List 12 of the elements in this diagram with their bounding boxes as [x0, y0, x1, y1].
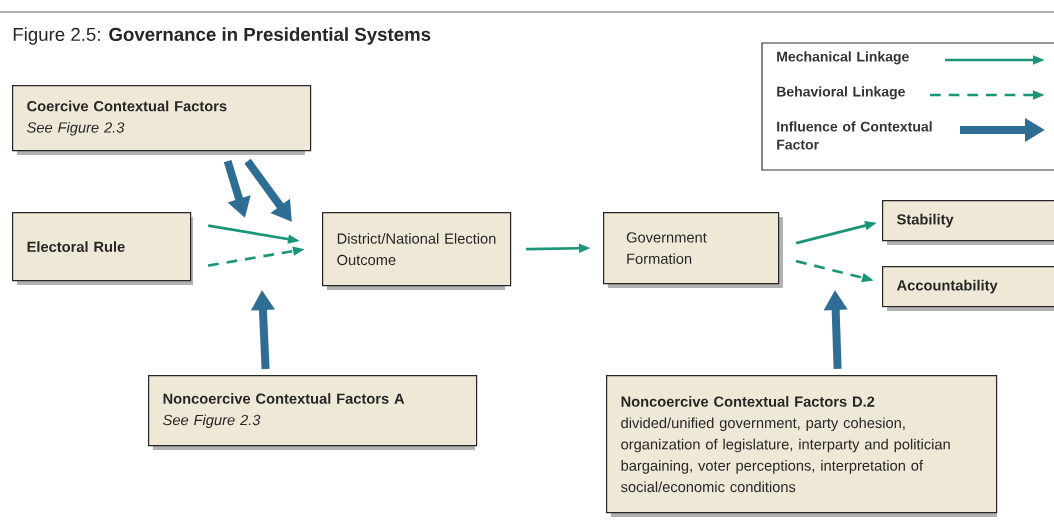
- text-box: Coercive Contextual Factors See Figure 2.3: [12, 85, 312, 155]
- legend-text: Influence of Contextual Factor: [777, 121, 932, 150]
- title: Figure 2.5: Governance in Presidential Systems: [13, 27, 431, 45]
- text-box: Government Formation: [603, 212, 783, 288]
- text-box: Electoral Rule: [12, 212, 193, 285]
- text-box: Noncoercive Contextual Factors D.2 divided/unified government, party cohesion, organization of legislature, interparty and politician bargaining, voter perceptions, interpretation of social/economic conditions: [606, 375, 998, 517]
- text-box: Accountability: [882, 266, 1054, 311]
- text-box: District/National Election Outcome: [322, 212, 512, 290]
- text-box: Noncoercive Contextual Factors A See Figure 2.3: [148, 375, 478, 450]
- legend-text: Mechanical Linkage: [777, 51, 909, 65]
- text-box: Stability: [882, 200, 1054, 245]
- legend-text: Behavioral Linkage: [777, 86, 905, 100]
